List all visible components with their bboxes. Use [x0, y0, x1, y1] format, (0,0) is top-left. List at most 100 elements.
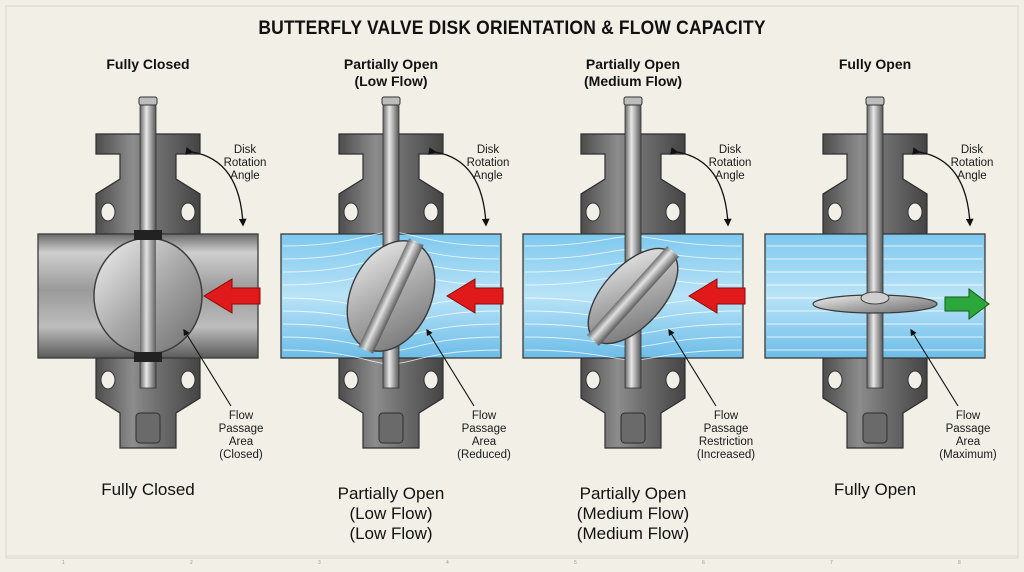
rotation-note-line: Disk [960, 144, 984, 156]
rotation-arrow [185, 147, 247, 227]
flow-passage-note-line: Restriction [698, 436, 754, 448]
bolt-hole [100, 202, 116, 222]
bolt-hole [907, 202, 923, 222]
panel-caption: Partially Open(Low Flow)(Low Flow) [276, 484, 506, 544]
rotation-note-line: Angle [473, 170, 503, 182]
flow-arrow-red [688, 278, 746, 314]
panel-heading-line: (Medium Flow) [584, 73, 682, 89]
panel-caption-line: Fully Open [833, 480, 917, 499]
stem-top [381, 96, 401, 106]
bolt-hole [343, 202, 359, 222]
ruler-number: 4 [446, 560, 449, 566]
disk-hub [586, 246, 680, 346]
stem-top [623, 96, 643, 106]
panel-caption-line: (Medium Flow) [576, 504, 690, 523]
flow-passage-leader [910, 328, 959, 407]
lower-casting [580, 357, 686, 449]
diagram-title: BUTTERFLY VALVE DISK ORIENTATION & FLOW … [258, 18, 766, 39]
rotation-arrow [428, 147, 490, 227]
panel-caption-line: (Low Flow) [349, 504, 433, 523]
bottom-boss [620, 412, 646, 444]
ruler-number: 3 [318, 560, 321, 566]
flow-arrow-red [203, 278, 261, 314]
bolt-hole [907, 370, 923, 390]
panel-heading-line: Partially Open [343, 56, 439, 72]
panel-caption-line: (Medium Flow) [576, 524, 690, 543]
bolt-hole [423, 202, 439, 222]
valve-stem [624, 99, 642, 389]
panel-heading-line: (Low Flow) [354, 73, 428, 89]
panel-caption-line: (Low Flow) [349, 524, 433, 543]
lower-casting [338, 357, 444, 449]
stem-top [138, 96, 158, 106]
valve-panels [37, 96, 990, 449]
ruler-number: 2 [190, 560, 193, 566]
flow-arrow-green [944, 288, 990, 320]
panel-caption: Fully Closed [33, 480, 263, 500]
rotation-note-line: Rotation [223, 157, 267, 169]
lower-casting [95, 357, 201, 449]
valve-panel-3 [522, 96, 746, 449]
bolt-hole [180, 202, 196, 222]
bolt-hole [585, 370, 601, 390]
flow-passage-leader [183, 328, 232, 407]
seal-top [134, 230, 162, 240]
panel-heading-line: Fully Closed [106, 56, 190, 72]
frame-lines [5, 5, 1019, 559]
panel-heading: Partially Open(Low Flow) [276, 56, 506, 90]
rotation-note-line: Disk [476, 144, 500, 156]
bottom-boss [135, 412, 161, 444]
flow-passage-note-line: Passage [218, 423, 264, 435]
panel-caption-line: Partially Open [337, 484, 445, 503]
flow-passage-leader [426, 328, 475, 407]
disk-hub [358, 238, 424, 354]
rotation-note-line: Disk [233, 144, 257, 156]
panel-caption: Fully Open [760, 480, 990, 500]
rotation-note-line: Angle [715, 170, 745, 182]
bolt-hole [423, 370, 439, 390]
rotation-note-line: Rotation [708, 157, 752, 169]
flow-passage-leader [668, 328, 717, 407]
bottom-boss [862, 412, 888, 444]
ruler-number: 1 [62, 560, 65, 566]
seal-bottom [134, 352, 162, 362]
panel-heading-line: Fully Open [838, 56, 912, 72]
flow-passage-note-line: Passage [703, 423, 749, 435]
rotation-note-line: Disk [718, 144, 742, 156]
flow-passage-note-line: Passage [461, 423, 507, 435]
flow-passage-note-line: (Maximum) [939, 449, 997, 461]
flow-passage-note-line: Flow [955, 410, 981, 422]
bolt-hole [827, 370, 843, 390]
bolt-hole [180, 370, 196, 390]
disk-hub [860, 291, 890, 305]
valve-panel-4 [764, 96, 990, 449]
bottom-boss [378, 412, 404, 444]
panel-caption-line: Fully Closed [101, 480, 195, 499]
rotation-note-line: Rotation [950, 157, 994, 169]
bolt-hole [665, 370, 681, 390]
flow-passage-note-line: Area [955, 436, 981, 448]
flow-passage-note-line: Area [471, 436, 497, 448]
stem-top [865, 96, 885, 106]
outer-frame [5, 5, 1019, 559]
panel-caption-line: Partially Open [579, 484, 687, 503]
rotation-arrow [912, 147, 974, 227]
flow-passage-note-line: Area [228, 436, 254, 448]
rotation-note-line: Rotation [466, 157, 510, 169]
valve-panel-1 [37, 96, 261, 449]
bolt-hole [343, 370, 359, 390]
rotation-arrow [670, 147, 732, 227]
ruler-number: 8 [958, 560, 961, 566]
bolt-hole [100, 370, 116, 390]
disk-hub [140, 238, 156, 354]
panel-heading: Fully Closed [33, 56, 263, 73]
panel-heading-line: Partially Open [585, 56, 681, 72]
flow-passage-note-line: Flow [713, 410, 739, 422]
flow-passage-note-line: (Reduced) [457, 449, 511, 461]
flow-passage-note-line: (Increased) [696, 449, 756, 461]
